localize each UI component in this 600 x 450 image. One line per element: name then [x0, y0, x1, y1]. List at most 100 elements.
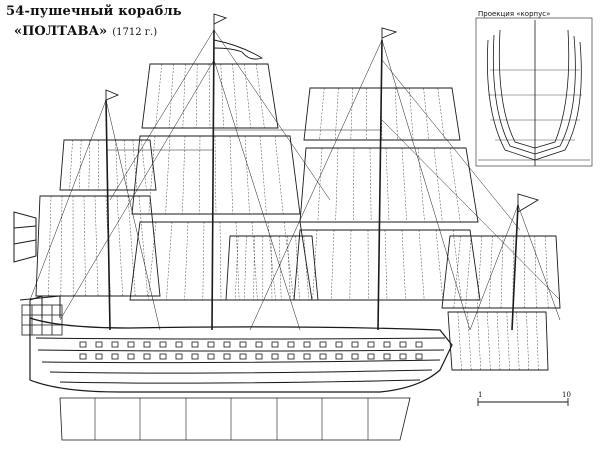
title-line-ship-type: 54-пушечный корабль [6, 4, 182, 19]
sail-seam [449, 147, 461, 223]
gun-port [415, 353, 423, 360]
sail-seam [274, 135, 284, 215]
sail-seam [437, 87, 445, 141]
sail-seam [132, 139, 137, 191]
sail-seam [423, 87, 429, 141]
sail-seam [385, 147, 390, 223]
sail-seam [453, 235, 461, 309]
gun-port [367, 353, 375, 360]
sail [299, 147, 479, 223]
sail-seam [433, 147, 443, 223]
sail-seam [317, 147, 323, 223]
sail-seam [196, 63, 198, 129]
sail [141, 63, 279, 129]
gun-port [191, 353, 199, 360]
gun-port [159, 353, 167, 360]
gun-port [223, 341, 231, 348]
gun-port [159, 341, 167, 348]
sail-seam [512, 235, 514, 309]
sail-seam [165, 135, 171, 215]
sail [35, 195, 161, 297]
sail-seam [283, 221, 294, 301]
gun-port [383, 341, 391, 348]
sail-seam [536, 311, 539, 371]
sail-seam [457, 311, 462, 371]
sail-seam [267, 221, 276, 301]
gun-port [95, 353, 103, 360]
gun-port [111, 341, 119, 348]
sail-seam [534, 235, 537, 309]
gun-port [207, 341, 215, 348]
sail-seam [148, 135, 156, 215]
body-plan-projection [475, 17, 593, 167]
sail-seam [295, 235, 300, 301]
sail-seam [487, 311, 491, 371]
scale-bar [477, 398, 569, 406]
rigging [29, 29, 561, 331]
sail-seam [496, 311, 501, 371]
sail-seam [259, 135, 267, 215]
sail-seam [380, 87, 383, 141]
sail-seam [182, 135, 186, 215]
sail-seam [182, 63, 186, 129]
sail-seam [220, 63, 224, 129]
gun-port [191, 341, 199, 348]
sail-seam [141, 139, 147, 191]
sail-seam [506, 311, 510, 371]
sail-seam [465, 235, 472, 309]
gun-port [239, 341, 247, 348]
sail [131, 135, 301, 215]
sail-seam [395, 87, 398, 141]
sail-seam [418, 229, 425, 301]
gun-port [319, 341, 327, 348]
sail-seam [545, 235, 549, 309]
sail-seam [148, 221, 157, 301]
gun-port [367, 341, 375, 348]
sail-seam [526, 311, 529, 371]
gun-port [415, 341, 423, 348]
gun-port [399, 353, 407, 360]
gun-port [287, 353, 295, 360]
sail-seam [199, 135, 201, 215]
gun-port [335, 353, 343, 360]
sail-seam [256, 63, 265, 129]
sail-seam [253, 235, 255, 301]
sail-seam [409, 87, 414, 141]
sail-seam [303, 235, 309, 301]
gun-ports [79, 341, 423, 360]
gun-port [127, 341, 135, 348]
sail-seam [169, 63, 174, 129]
sail-seam [106, 139, 109, 191]
gun-port [239, 353, 247, 360]
sail-seam [214, 135, 217, 215]
sail-seam [88, 139, 90, 191]
gun-port [255, 353, 263, 360]
sail-seam [319, 87, 325, 141]
sail-seam [79, 139, 82, 191]
sail-seam [124, 139, 128, 191]
gun-port [127, 353, 135, 360]
ship-year: (1712 г.) [112, 27, 158, 39]
sail [447, 311, 549, 371]
sail [441, 235, 561, 309]
sail-seam [270, 235, 273, 301]
sail-seam [452, 229, 462, 301]
sail-seam [435, 229, 443, 301]
gun-port [255, 341, 263, 348]
keel-baseline [59, 397, 411, 441]
sail-seam [184, 221, 189, 301]
sail-seam [467, 311, 472, 371]
sail-seam [516, 311, 520, 371]
gun-port [383, 353, 391, 360]
gun-port [271, 341, 279, 348]
body-plan-label: Проекция «корпус» [478, 10, 551, 18]
gun-port [79, 353, 87, 360]
sail-seam [350, 87, 353, 141]
sail [225, 235, 319, 301]
masts [105, 29, 519, 331]
drawing-title: 54-пушечный корабль «ПОЛТАВА» (1712 г.) [6, 4, 182, 41]
sail-seam [244, 235, 247, 301]
gun-port [143, 353, 151, 360]
sail-seam [219, 221, 222, 301]
